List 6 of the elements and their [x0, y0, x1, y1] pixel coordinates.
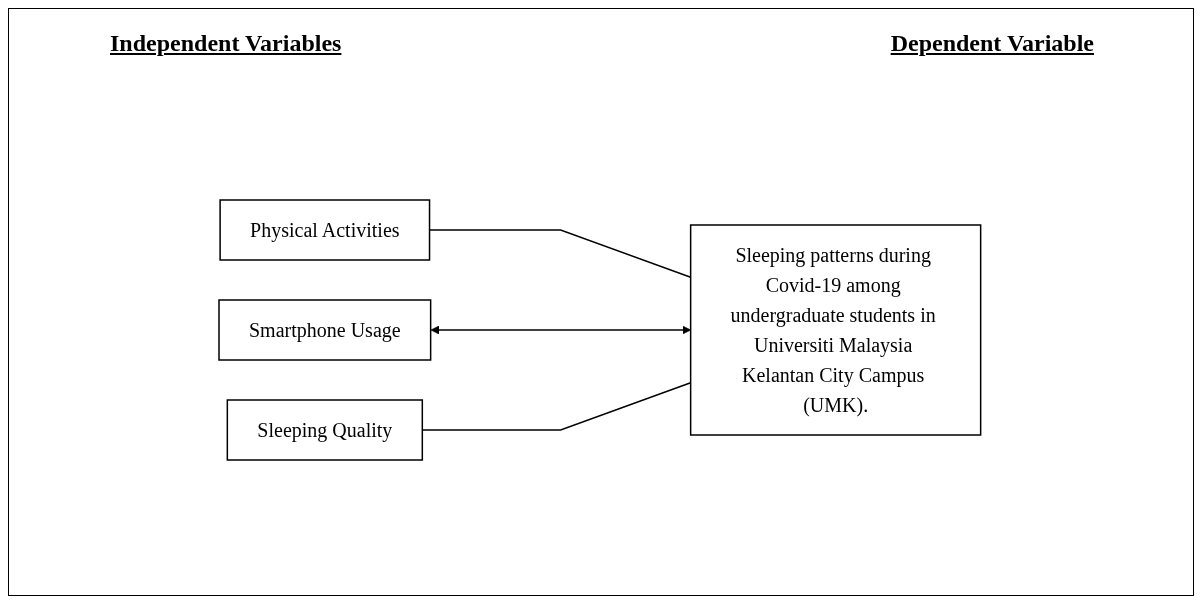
column-heading: Dependent Variable — [890, 30, 1094, 57]
node-box: Sleeping Quality — [226, 399, 424, 461]
node-box: Smartphone Usage — [218, 299, 432, 361]
node-box: Sleeping patterns during Covid-19 among undergraduate students in Universiti Malaysia Kelantan City Campus (UMK). — [690, 224, 982, 436]
column-heading: Independent Variables — [110, 30, 342, 57]
node-box: Physical Activities — [219, 199, 431, 261]
